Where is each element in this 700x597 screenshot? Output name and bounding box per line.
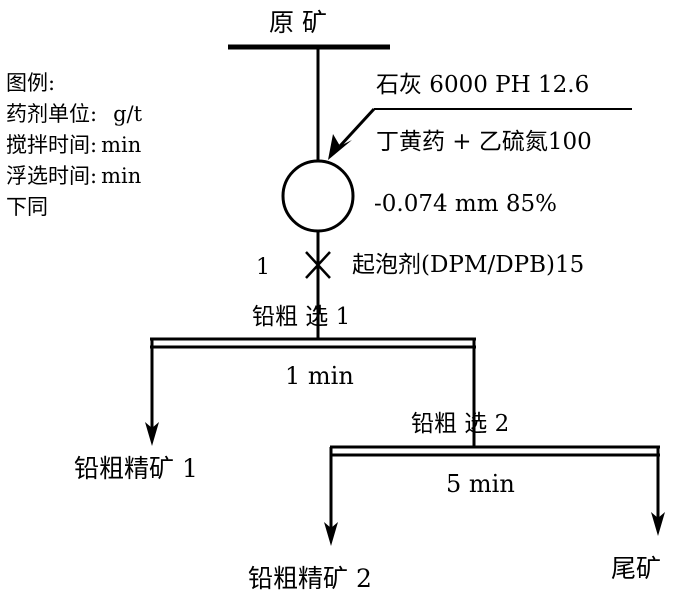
legend-row: 搅拌时间: min [6,130,142,161]
conditioner-circle [281,159,355,233]
stage2-time: 5 min [446,470,515,498]
legend-row: 浮选时间: min [6,161,142,192]
reagent-arrowhead [328,134,352,160]
stage1-concentrate: 铅粗精矿 1 [74,454,198,483]
feed-label: 原 矿 [269,8,327,37]
reagent-collector: 丁黄药 + 乙硫氮100 [376,129,592,155]
legend-label: 浮选时间: [6,164,98,188]
tailings-label: 尾矿 [611,554,662,583]
stir-time: 1 [256,255,270,280]
reagent-frother: 起泡剂(DPM/DPB)15 [352,252,585,278]
legend-title: 图例: [6,71,56,95]
legend-footer: 下同 [6,195,48,219]
stage2-concentrate-arrowhead [324,522,338,546]
legend-label: 搅拌时间: [6,133,98,157]
reagent-lime: 石灰 6000 PH 12.6 [376,72,590,98]
legend-value: min [101,164,142,188]
grind-size: -0.074 mm 85% [374,191,557,217]
legend-value: min [101,133,142,157]
stage1-time: 1 min [285,362,354,390]
frother-mark-b [305,251,331,279]
stage1-name: 铅粗 选 1 [252,304,351,330]
tailings-arrowhead [651,512,665,536]
reagent-arrow-shaft [338,107,376,148]
stage1-concentrate-arrowhead [145,422,159,446]
stage2-name: 铅粗 选 2 [411,411,510,437]
legend-value: g/t [113,102,143,126]
legend: 图例: 药剂单位: g/t 搅拌时间: min 浮选时间: min 下同 [6,68,142,223]
stage2-concentrate: 铅粗精矿 2 [248,564,372,593]
legend-row: 药剂单位: g/t [6,99,142,130]
legend-label: 药剂单位: [6,102,98,126]
